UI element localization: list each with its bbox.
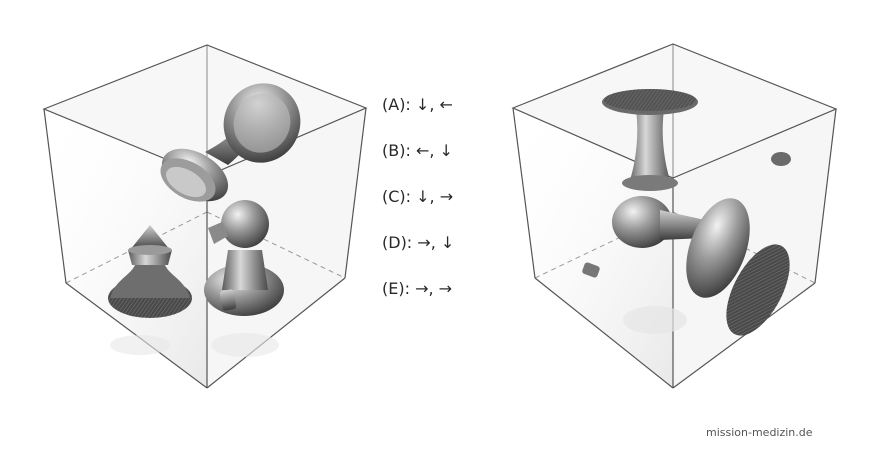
answer-option-d[interactable]: (D): →, ↓	[382, 233, 454, 252]
site-credit: mission-medizin.de	[706, 426, 813, 439]
option-moves: ←, ↓	[415, 141, 453, 160]
right-trumpet-object	[612, 196, 750, 298]
answer-option-c[interactable]: (C): ↓, →	[382, 187, 453, 206]
left-pawn-object	[204, 200, 284, 316]
option-letter: (E):	[382, 279, 410, 298]
option-moves: →, ↓	[417, 233, 455, 252]
right-small-piece	[771, 152, 791, 166]
right-knurled-disk-object	[726, 244, 790, 336]
right-disk-stem-object	[602, 89, 698, 191]
option-letter: (B):	[382, 141, 411, 160]
answer-option-b[interactable]: (B): ←, ↓	[382, 141, 453, 160]
option-moves: ↓, →	[416, 187, 454, 206]
answer-option-a[interactable]: (A): ↓, ←	[382, 95, 453, 114]
left-cone-object	[108, 225, 192, 318]
answer-option-e[interactable]: (E): →, →	[382, 279, 452, 298]
option-letter: (C):	[382, 187, 412, 206]
option-moves: →, →	[415, 279, 453, 298]
option-letter: (D):	[382, 233, 413, 252]
left-cube	[42, 44, 368, 389]
option-letter: (A):	[382, 95, 411, 114]
right-small-block	[582, 262, 600, 278]
option-moves: ↓, ←	[415, 95, 453, 114]
left-trumpet-object	[160, 83, 301, 202]
right-cube	[511, 43, 838, 389]
